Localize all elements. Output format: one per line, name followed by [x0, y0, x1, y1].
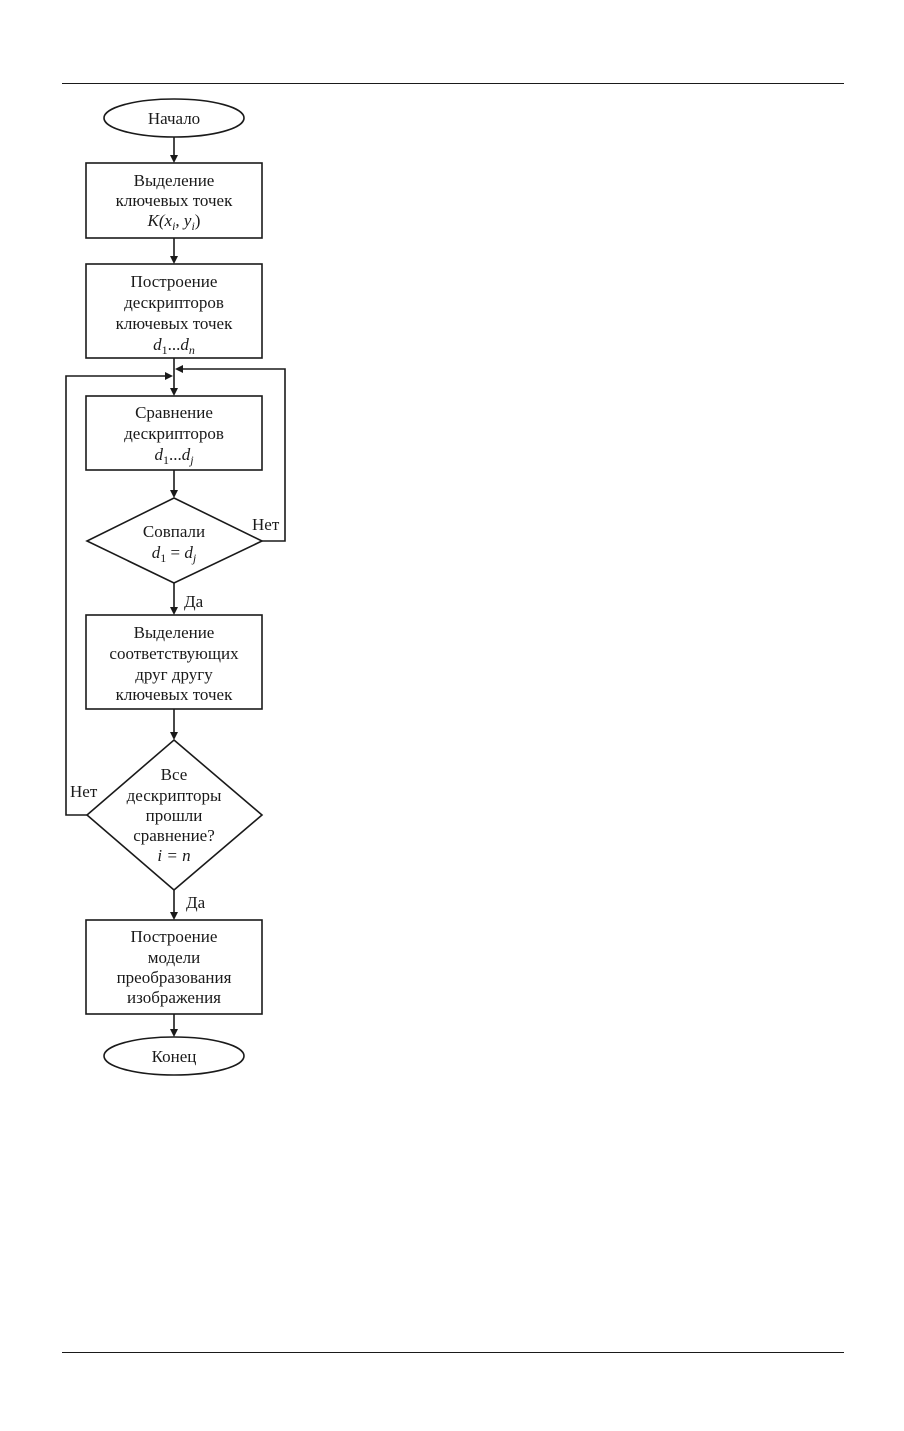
match-formula: d1 = dj [152, 543, 197, 565]
select-label-line-1: Выделение [134, 623, 215, 642]
all-compared-label-line-3: прошли [146, 806, 203, 825]
arrowhead [175, 365, 183, 373]
end-label: Конец [152, 1047, 197, 1066]
descriptors-label-line-2: дескрипторов [124, 293, 224, 312]
descriptors-formula: d1...dn [153, 335, 195, 357]
descriptors-label-line-1: Построение [131, 272, 218, 291]
arrowhead [170, 155, 178, 163]
all-compared-formula: i = n [157, 846, 190, 865]
all-compared-label-line-2: дескрипторы [127, 786, 222, 805]
model-label-line-2: модели [148, 948, 201, 967]
compare-formula: d1...dj [154, 445, 194, 467]
edge-all-compared-no-loop [65, 375, 166, 816]
all-compared-no-label: Нет [70, 782, 98, 801]
descriptors-process-box [85, 263, 263, 359]
compare-label-line-2: дескрипторов [124, 424, 224, 443]
keypoints-process-box [85, 162, 263, 239]
arrowhead [170, 1029, 178, 1037]
select-label-line-2: соответствующих [109, 644, 239, 663]
bottom-rule [62, 1352, 844, 1353]
match-no-label: Нет [252, 515, 280, 534]
select-label-line-4: ключевых точек [116, 685, 233, 704]
arrowhead [170, 607, 178, 615]
top-rule [62, 83, 844, 84]
match-yes-label: Да [184, 592, 204, 611]
compare-label-line-1: Сравнение [135, 403, 213, 422]
model-label-line-3: преобразования [117, 968, 232, 987]
arrowhead [165, 372, 173, 380]
keypoints-label-line-2: ключевых точек [116, 191, 233, 210]
keypoints-formula: K(xi, yi) [147, 211, 201, 233]
select-label-line-3: друг другу [135, 665, 213, 684]
match-label: Совпали [143, 522, 205, 541]
start-label: Начало [148, 109, 200, 128]
model-label-line-4: изображения [127, 988, 221, 1007]
compare-process-box [85, 395, 263, 471]
all-compared-label-line-1: Все [161, 765, 188, 784]
arrowhead [170, 388, 178, 396]
model-label-line-1: Построение [131, 927, 218, 946]
edge-match-no-loop [182, 368, 286, 542]
arrowhead [170, 912, 178, 920]
all-compared-label-line-4: сравнение? [133, 826, 215, 845]
descriptors-label-line-3: ключевых точек [116, 314, 233, 333]
keypoints-label-line-1: Выделение [134, 171, 215, 190]
arrowhead [170, 490, 178, 498]
arrowhead [170, 256, 178, 264]
arrowhead [170, 732, 178, 740]
all-compared-yes-label: Да [186, 893, 206, 912]
